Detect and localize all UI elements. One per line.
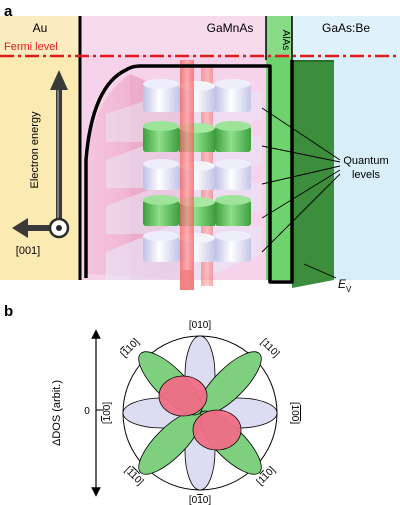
dir-01bar0: [010]	[189, 495, 211, 505]
dir-110: [110]	[258, 337, 281, 360]
gamnas-label: GaMnAs	[207, 21, 254, 35]
panel-b: b ΔDOS (arbit.) 0	[4, 303, 300, 505]
gaas-label: GaAs:Be	[322, 21, 370, 35]
lobe-red	[192, 409, 242, 451]
energy-axis	[12, 70, 70, 239]
zero-tick-label: 0	[84, 406, 90, 417]
alas-label: AlAs	[280, 30, 291, 51]
au-region	[0, 16, 80, 280]
energy-axis-label: Electron energy	[29, 111, 41, 189]
direction-label: [001]	[16, 245, 40, 257]
red-column	[180, 60, 194, 290]
quantum-levels-leaders	[261, 107, 341, 253]
ev-label: E V	[303, 263, 352, 294]
valence-band-edge	[84, 60, 294, 284]
ev-subscript: V	[346, 285, 352, 294]
quantum-levels-label-1: Quantum	[343, 155, 388, 167]
au-label: Au	[33, 21, 48, 35]
lobe-red	[158, 375, 208, 417]
polar-plot	[122, 335, 278, 491]
dir-1bar10: [110]	[119, 337, 142, 360]
panel-a: a Au GaMnAs AlAs GaAs:Be	[0, 3, 400, 294]
panel-b-label: b	[4, 303, 13, 320]
dir-010: [010]	[189, 320, 211, 331]
quantum-levels-stack	[106, 60, 262, 290]
fermi-level-label: Fermi level	[4, 41, 58, 53]
dir-1bar00: [100]	[102, 402, 113, 424]
quantum-levels-label-2: levels	[352, 169, 381, 181]
ev-letter: E	[338, 277, 347, 291]
valence-band-block	[292, 60, 334, 288]
panel-a-label: a	[4, 3, 13, 20]
dir-100: [100]	[289, 402, 300, 424]
dos-axis-label: ΔDOS (arbit.)	[51, 380, 63, 446]
